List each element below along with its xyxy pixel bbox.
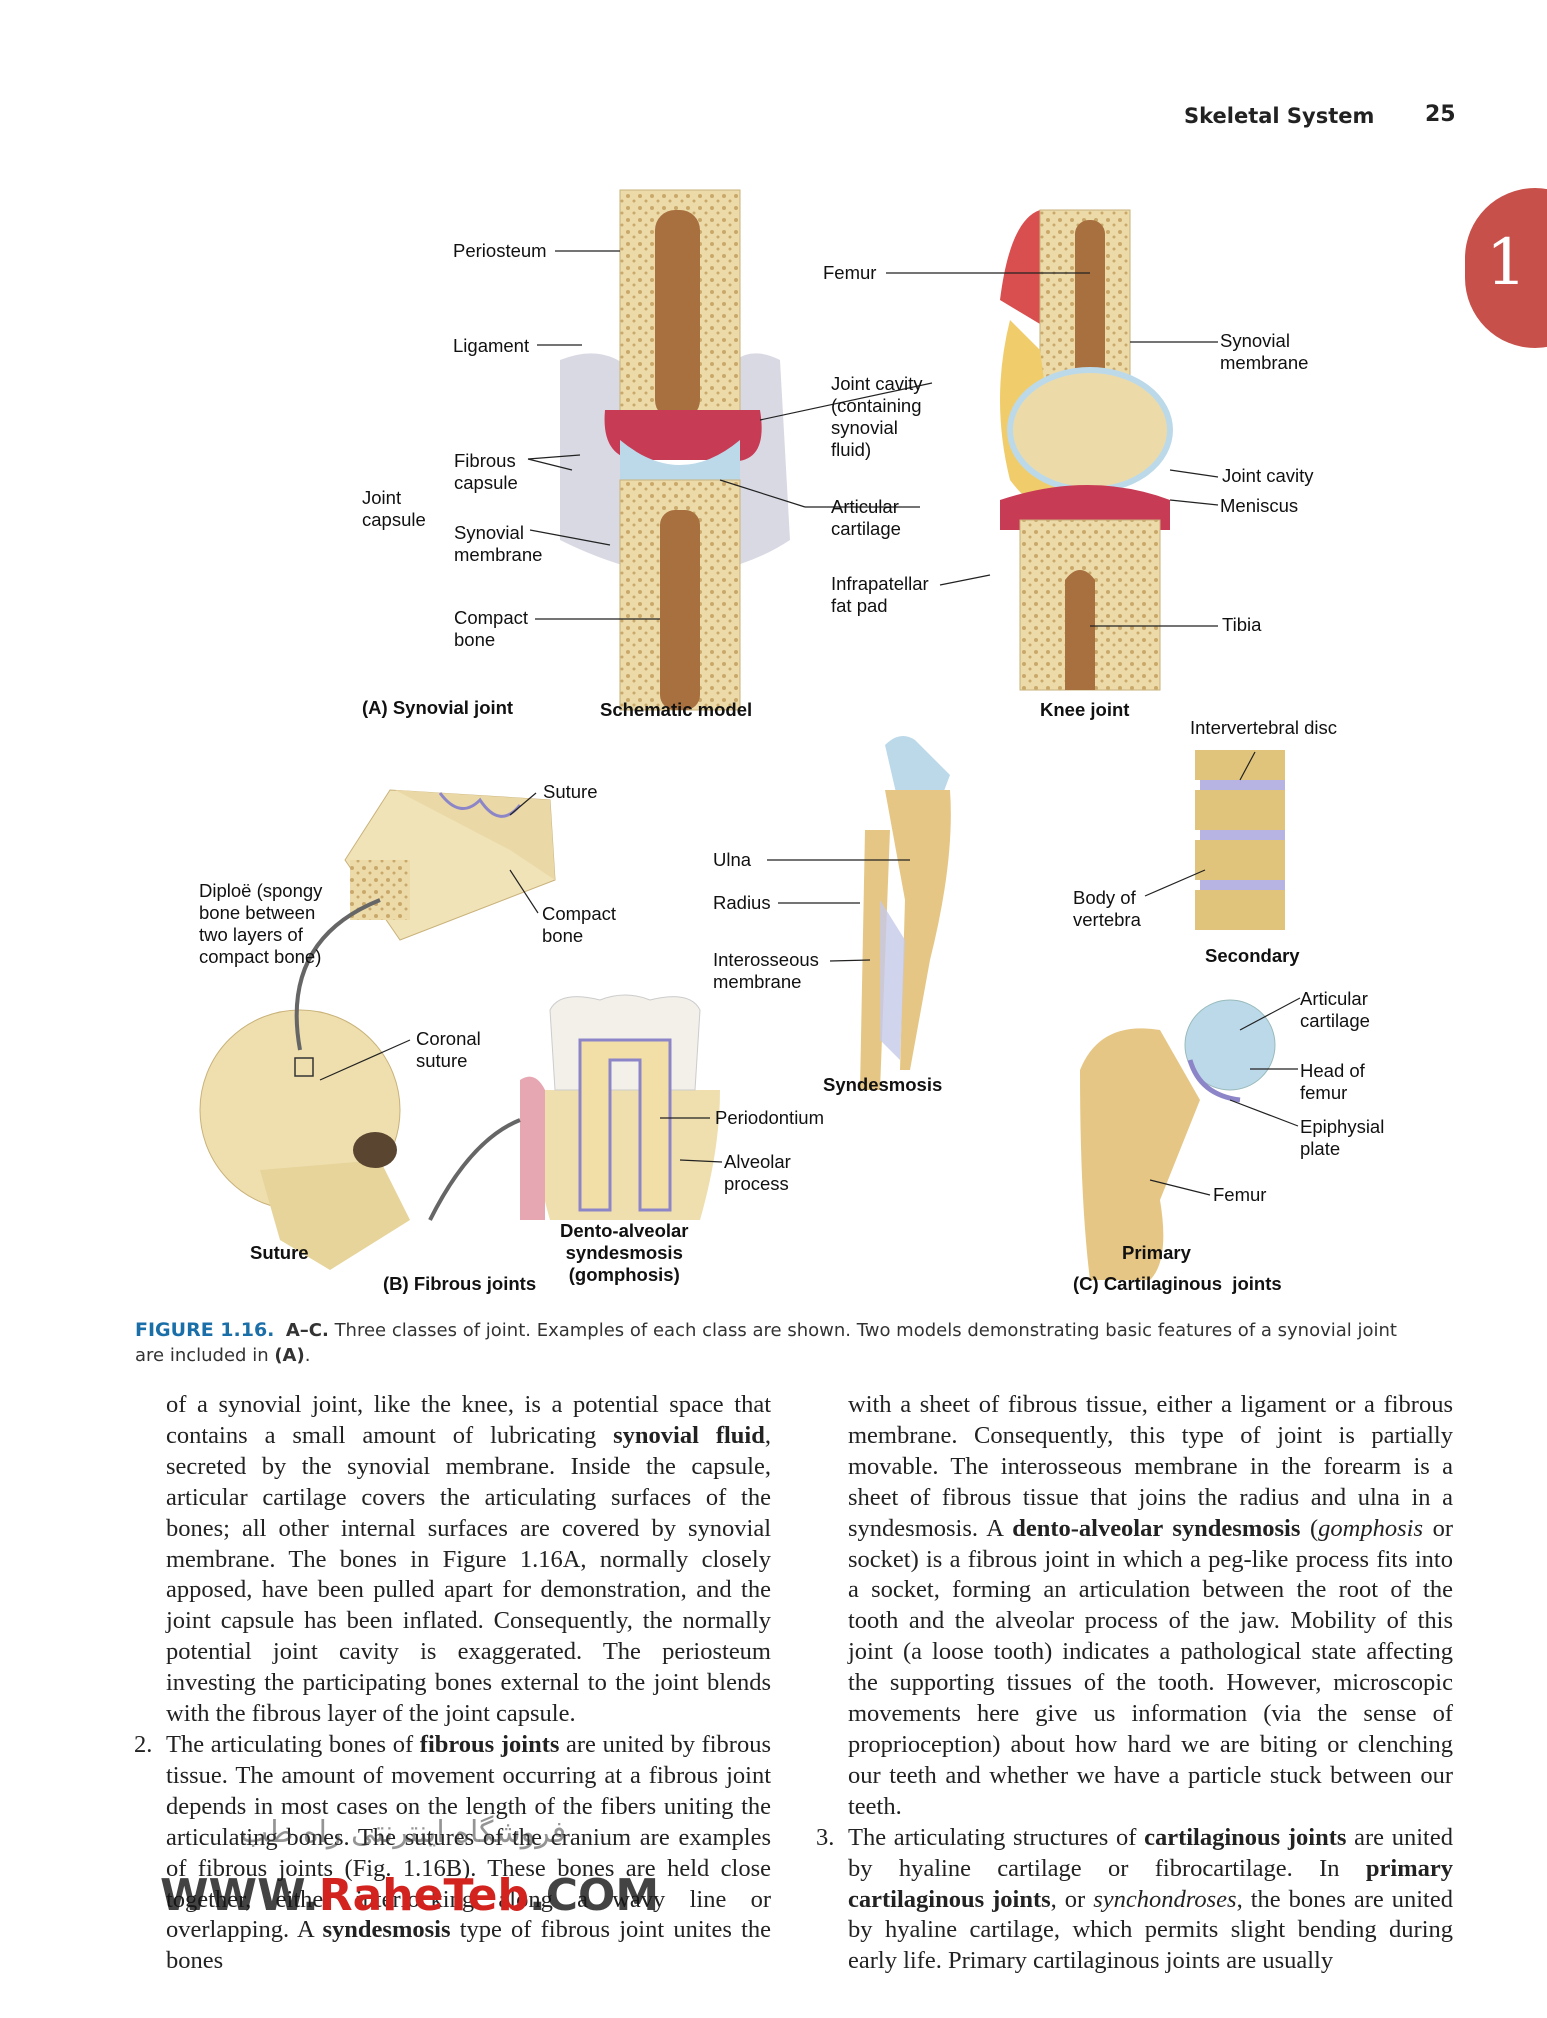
label-coronal-suture: Coronal suture	[416, 1028, 481, 1071]
text-run: , secreted by the synovial membrane. Ins…	[166, 1421, 771, 1728]
bold-term: syndesmosis	[322, 1916, 451, 1944]
vertebrae-drawing	[1195, 750, 1285, 930]
watermark-url: WWW.RaheTeb.COM	[160, 1870, 659, 1921]
forearm-drawing	[860, 736, 951, 1090]
body-column-right: with a sheet of fibrous tissue, either a…	[816, 1390, 1453, 1978]
schematic-model-title: Schematic model	[600, 699, 753, 720]
label-synovial-membrane-knee: Synovial membrane	[1220, 330, 1309, 373]
label-joint-cavity-knee: Joint cavity	[1222, 465, 1314, 486]
label-head-of-femur: Head of femur	[1300, 1060, 1365, 1103]
bold-term: dento-alveolar syndesmosis	[1012, 1514, 1301, 1542]
caption-ref: (A)	[274, 1345, 305, 1366]
femur-head-drawing	[1080, 999, 1276, 1280]
text-run: , the bones are united by hyaline cartil…	[848, 1885, 1453, 1975]
text-run: type of fibrous joint unites the bones	[166, 1916, 771, 1975]
label-fibrous-capsule: Fibrous capsule	[454, 450, 518, 493]
watermark-part: .COM	[528, 1870, 660, 1921]
panel-c-title: (C) Cartilaginous joints	[1073, 1273, 1282, 1294]
caption-label: FIGURE 1.16.	[135, 1319, 275, 1341]
list-item-2: 2. The articulating bones of fibrous join…	[134, 1730, 771, 1977]
watermark-part: WWW.	[160, 1870, 319, 1921]
label-periodontium: Periodontium	[715, 1107, 825, 1128]
label-compact-bone-b: Compact bone	[542, 903, 617, 946]
label-compact-bone: Compact bone	[454, 607, 529, 650]
label-interosseous-membrane: Interosseous membrane	[713, 949, 819, 992]
body-right-paragraph: with a sheet of fibrous tissue, either a…	[848, 1390, 1453, 1823]
caption-text-2: . Examples of each class are shown. Two …	[135, 1320, 1397, 1366]
text-run: , or	[1050, 1885, 1094, 1913]
label-periosteum: Periosteum	[453, 240, 547, 261]
watermark-persian: فروشگاه اینترنتی راه طب	[240, 1815, 567, 1850]
knee-joint-title: Knee joint	[1040, 699, 1130, 720]
label-infrapatellar-fat-pad: Infrapatellar fat pad	[831, 573, 929, 616]
text-run: are united by fibrous tissue. The amount…	[166, 1730, 771, 1944]
text-run: of a synovial joint, like the knee, is a…	[166, 1391, 771, 1449]
text-run: are united by hyaline cartilage or fibro…	[848, 1823, 1453, 1882]
text-run: The articulating structures of	[848, 1823, 1145, 1851]
section-title: Skeletal System	[1184, 104, 1375, 128]
italic-term: synchondroses	[1093, 1885, 1237, 1913]
caption-text-1: Three classes of joint	[328, 1320, 526, 1341]
leader-lines	[319, 250, 1301, 1196]
label-meniscus: Meniscus	[1220, 495, 1299, 516]
knee-joint-drawing	[1000, 209, 1173, 691]
watermark-brand: RaheTeb	[318, 1870, 529, 1921]
list-number: 3.	[816, 1823, 835, 1851]
text-run: (	[1300, 1514, 1319, 1542]
label-intervertebral-disc: Intervertebral disc	[1190, 717, 1338, 738]
primary-title: Primary	[1122, 1242, 1191, 1263]
panel-a-title: (A) Synovial joint	[362, 697, 514, 718]
bold-term: fibrous joints	[419, 1730, 560, 1758]
bold-term: cartilaginous joints	[1144, 1823, 1347, 1851]
syndesmosis-title: Syndesmosis	[823, 1074, 943, 1095]
bold-term: synovial fluid	[613, 1421, 765, 1449]
label-articular-cartilage-c: Articular cartilage	[1300, 988, 1370, 1031]
label-radius: Radius	[713, 892, 771, 913]
text-run: The articulating bones of	[166, 1730, 420, 1758]
list-item-3: 3. The articulating structures of cartila…	[816, 1823, 1453, 1978]
secondary-title: Secondary	[1205, 945, 1300, 966]
suture-block-drawing	[344, 789, 556, 941]
page-number: 25	[1425, 102, 1456, 127]
dento-alveolar-title: Dento-alveolar syndesmosis (gomphosis)	[560, 1220, 689, 1285]
label-femur: Femur	[823, 262, 877, 283]
list-number: 2.	[134, 1730, 153, 1758]
tooth-drawing	[428, 994, 720, 1221]
label-femur-c: Femur	[1213, 1184, 1267, 1205]
italic-term: gomphosis	[1318, 1514, 1423, 1542]
label-ulna: Ulna	[713, 849, 752, 870]
body-left-paragraph: of a synovial joint, like the knee, is a…	[166, 1390, 771, 1730]
label-joint-capsule: Joint capsule	[362, 487, 426, 530]
schematic-joint-drawing	[560, 189, 790, 711]
label-ligament: Ligament	[453, 335, 530, 356]
bold-term: primary cartilaginous joints	[848, 1854, 1453, 1913]
caption-end: .	[304, 1345, 311, 1366]
chapter-tab-number: 1	[1486, 226, 1527, 300]
label-synovial-membrane: Synovial membrane	[454, 522, 543, 565]
panel-b-title: (B) Fibrous joints	[383, 1273, 537, 1294]
figure-caption: FIGURE 1.16. A–C. Three classes of joint…	[135, 1318, 1415, 1368]
label-epiphysial-plate: Epiphysial plate	[1300, 1116, 1385, 1159]
caption-range: A–C.	[285, 1320, 329, 1341]
text-run: or socket) is a fibrous joint in which a…	[848, 1514, 1453, 1820]
body-column-left: of a synovial joint, like the knee, is a…	[134, 1390, 771, 1977]
text-run: with a sheet of fibrous tissue, either a…	[848, 1391, 1453, 1542]
label-tibia: Tibia	[1222, 614, 1262, 635]
suture-title: Suture	[250, 1242, 309, 1263]
label-suture: Suture	[543, 781, 598, 802]
skull-drawing	[199, 898, 410, 1270]
label-body-of-vertebra: Body of vertebra	[1073, 887, 1141, 930]
label-alveolar-process: Alveolar process	[724, 1151, 791, 1194]
label-joint-cavity: Joint cavity (containing synovial fluid)	[831, 373, 923, 460]
label-articular-cartilage: Articular cartilage	[831, 496, 901, 539]
label-diploe: Diploë (spongy bone between two layers o…	[199, 880, 323, 967]
